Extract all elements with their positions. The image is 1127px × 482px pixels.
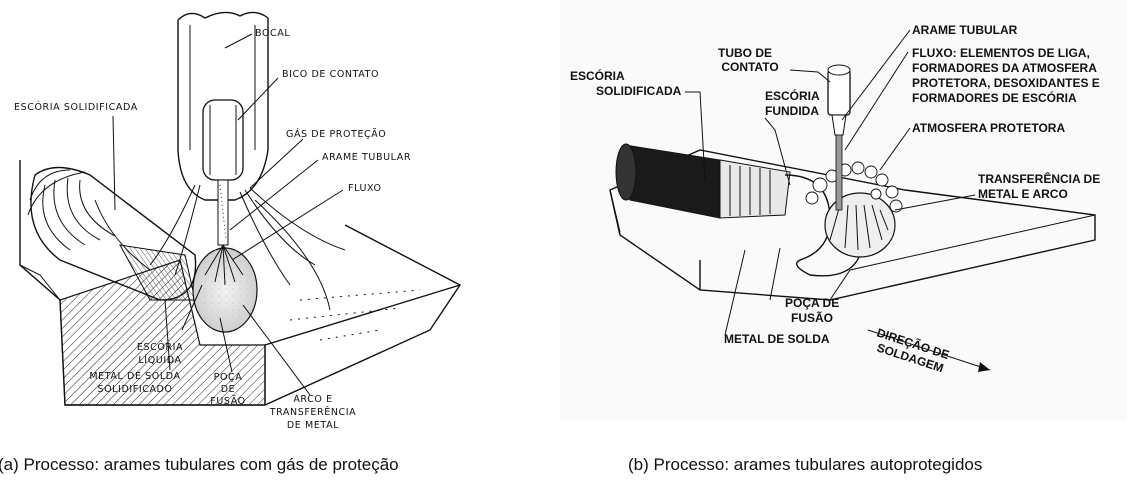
label-b-poca-1: POÇA DE bbox=[785, 296, 839, 310]
label-poca-3: FUSÃO bbox=[210, 396, 245, 407]
label-metal-de-solda-2: SOLIDIFICADO bbox=[97, 384, 172, 395]
label-bico-de-contato: BICO DE CONTATO bbox=[282, 69, 379, 80]
label-escoria-liquida-2: LÍQUIDA bbox=[138, 354, 181, 366]
label-b-escoria-fund-2: FUNDIDA bbox=[765, 104, 819, 118]
shielding-gas-lines-a bbox=[149, 184, 346, 311]
label-arame-tubular: ARAME TUBULAR bbox=[322, 152, 411, 163]
label-b-poca-2: FUSÃO bbox=[791, 310, 833, 325]
label-arco-2: TRANSFERÊNCIA bbox=[269, 406, 357, 418]
workpiece-b bbox=[609, 149, 1096, 301]
label-metal-de-solda-1: METAL DE SOLDA bbox=[89, 371, 180, 382]
label-b-tubo-1: TUBO DE bbox=[718, 46, 772, 60]
solidified-bead-a bbox=[27, 166, 197, 301]
leaders-b bbox=[685, 29, 991, 372]
diagram-a: BOCAL BICO DE CONTATO ESCÓRIA SOLIDIFICA… bbox=[14, 11, 462, 431]
caption-a: (a) Processo: arames tubulares com gás d… bbox=[0, 455, 399, 474]
label-fluxo: FLUXO bbox=[348, 183, 382, 194]
label-b-fluxo-3: PROTETORA, DESOXIDANTES E bbox=[912, 76, 1100, 90]
label-arco-3: DE METAL bbox=[287, 420, 339, 431]
label-poca-1: POÇA bbox=[214, 372, 243, 383]
label-b-fluxo-1: FLUXO: ELEMENTOS DE LIGA, bbox=[912, 46, 1090, 60]
label-poca-2: DE bbox=[221, 384, 236, 395]
label-gas-de-protecao: GÁS DE PROTEÇÃO bbox=[286, 128, 386, 140]
label-b-escoria-fund-1: ESCÓRIA bbox=[765, 88, 820, 103]
nozzle-a bbox=[177, 11, 269, 286]
label-b-arame-tubular: ARAME TUBULAR bbox=[912, 23, 1018, 37]
diagram-b: ARAME TUBULAR TUBO DE CONTATO FLUXO: ELE… bbox=[560, 0, 1127, 420]
label-b-fluxo-2: FORMADORES DA ATMOSFERA bbox=[912, 61, 1097, 75]
label-b-tubo-2: CONTATO bbox=[721, 60, 778, 74]
label-bocal: BOCAL bbox=[255, 28, 290, 39]
label-escoria-solidificada: ESCÓRIA SOLIDIFICADA bbox=[14, 101, 138, 113]
caption-b: (b) Processo: arames tubulares autoprote… bbox=[628, 455, 983, 474]
label-b-escoria-sol-1: ESCÓRIA bbox=[570, 68, 625, 83]
leaders-a bbox=[112, 33, 344, 396]
label-escoria-liquida-1: ESCÓRIA bbox=[137, 341, 183, 353]
label-b-metal-de-solda: METAL DE SOLDA bbox=[724, 332, 830, 346]
weld-pool-b bbox=[824, 192, 896, 258]
label-b-transf-1: TRANSFERÊNCIA DE bbox=[978, 171, 1100, 186]
label-b-transf-2: METAL E ARCO bbox=[978, 187, 1068, 201]
label-arco-1: ARCO E bbox=[293, 394, 332, 405]
label-b-atmosfera: ATMOSFERA PROTETORA bbox=[912, 121, 1065, 135]
solidified-slag-b bbox=[615, 143, 791, 219]
label-b-fluxo-4: FORMADORES DE ESCÓRIA bbox=[912, 90, 1077, 105]
label-b-escoria-sol-2: SOLIDIFICADA bbox=[596, 84, 682, 98]
